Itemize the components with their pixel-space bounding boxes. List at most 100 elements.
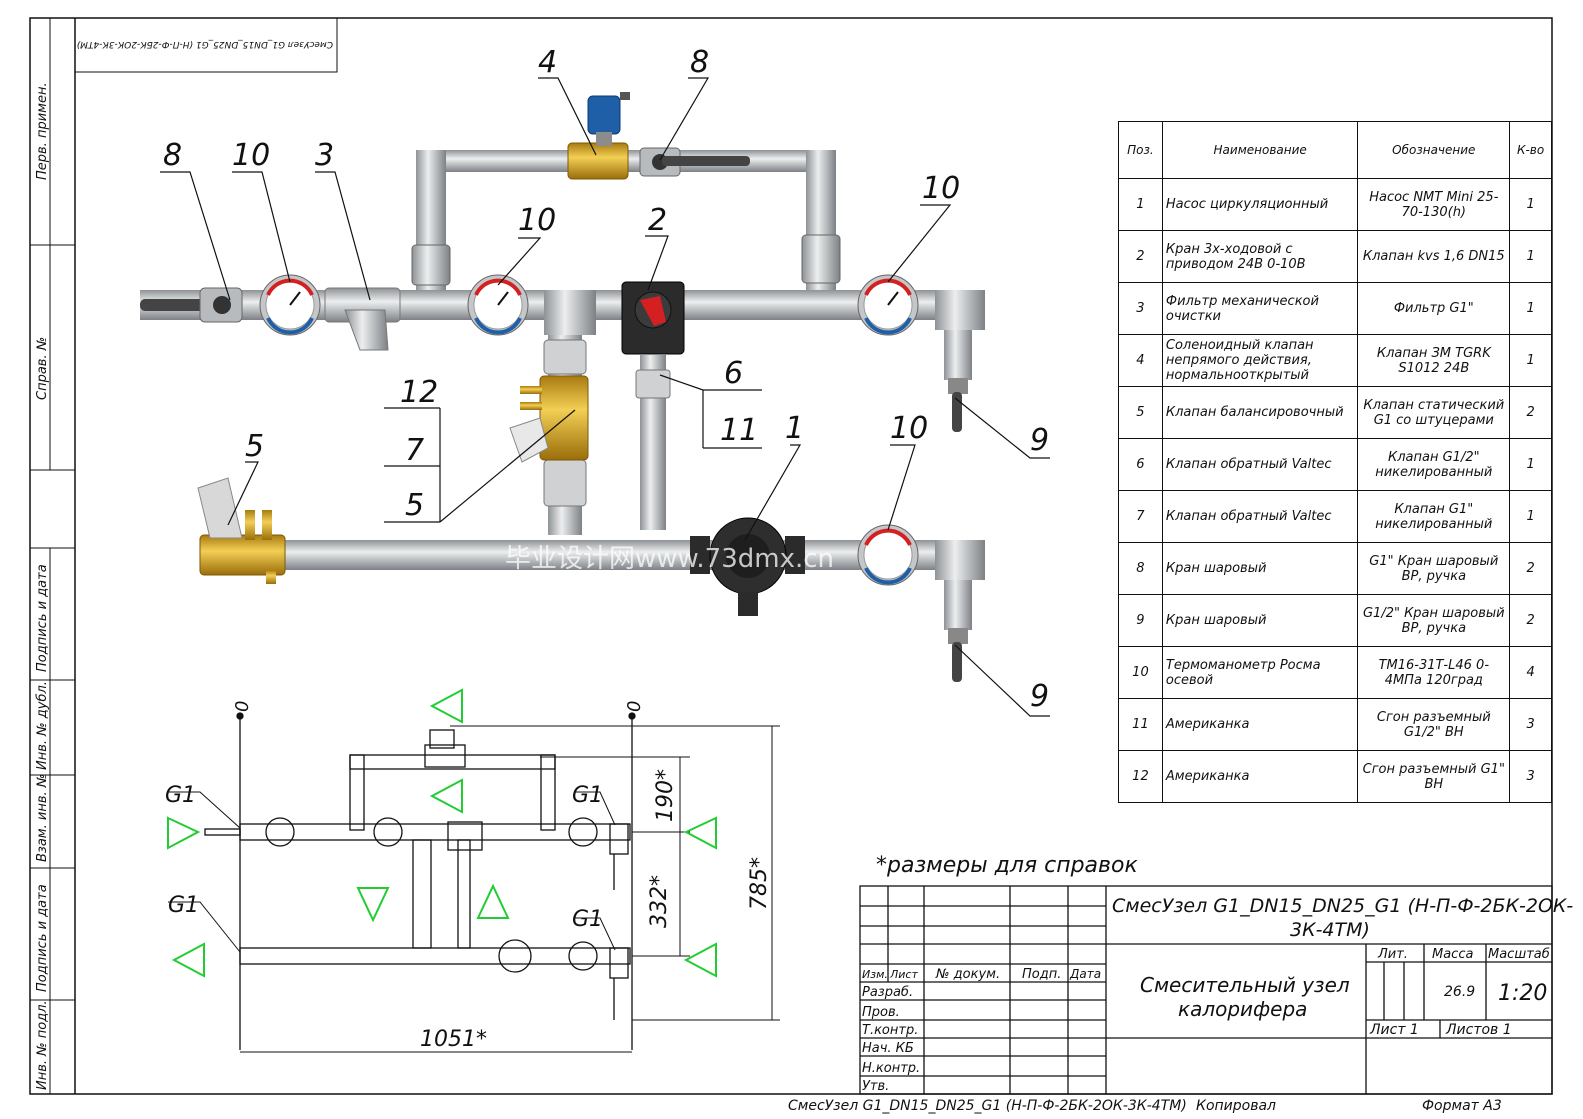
- title-block: [859, 885, 1553, 1095]
- bom-qty: 4: [1509, 646, 1552, 699]
- bom-name: Насос циркуляционный: [1161, 178, 1359, 231]
- bom-qty: 3: [1509, 750, 1552, 803]
- watermark: 毕业设计网www.73dmx.cn: [505, 544, 834, 574]
- bom-name: Американка: [1161, 750, 1359, 803]
- drawing-name-line1: Смесительный узел: [1140, 973, 1350, 997]
- row-prov: Пров.: [862, 1005, 900, 1020]
- bom-pos: 5: [1118, 386, 1163, 439]
- thermomanometer-3: [857, 274, 919, 336]
- bom-code: Сгон разъемный G1/2" ВН: [1357, 698, 1511, 751]
- designation-line2: 3К-4ТМ): [1290, 919, 1370, 941]
- callout-10-mid: 10: [518, 203, 556, 238]
- bom-code: Клапан kvs 1,6 DN15: [1357, 230, 1511, 283]
- callout-9-upper: 9: [1030, 423, 1049, 458]
- bom-name: Кран шаровый: [1161, 542, 1359, 595]
- bom-qty: 1: [1509, 230, 1552, 283]
- row-nach: Нач. КБ: [862, 1041, 914, 1056]
- bom-name: Клапан обратный Valtec: [1161, 438, 1359, 491]
- bom-qty: 2: [1509, 542, 1552, 595]
- margin-label-sprav: Справ. №: [35, 337, 50, 400]
- callout-8-top: 8: [690, 45, 709, 80]
- bom-name: Кран 3х-ходовой с приводом 24В 0-10В: [1161, 230, 1359, 283]
- scale-label: Масштаб: [1488, 947, 1550, 962]
- col-date: Дата: [1069, 967, 1101, 981]
- bom-qty: 1: [1509, 490, 1552, 543]
- bom-pos: 9: [1118, 594, 1163, 647]
- bom-pos: 1: [1118, 178, 1163, 231]
- bom-pos: 12: [1118, 750, 1163, 803]
- bom-code: Клапан статический G1 со штуцерами: [1357, 386, 1511, 439]
- bom-code: ТМ16-31Т-L46 0-4МПа 120град: [1357, 646, 1511, 699]
- margin-label-podp2: Подпись и дата: [35, 884, 50, 992]
- bom-name: Соленоидный клапан непрямого действия, н…: [1161, 334, 1359, 387]
- schematic-view: [168, 712, 780, 1053]
- callout-3: 3: [315, 138, 334, 173]
- bom-qty: 2: [1509, 386, 1552, 439]
- bom-header-code: Обозначение: [1357, 121, 1511, 179]
- mass-label: Масса: [1432, 947, 1473, 962]
- bom-code: Насос NMT Mini 25-70-130(h): [1357, 178, 1511, 231]
- thermomanometer-4: [857, 524, 919, 586]
- bom-code: Клапан ЗМ TGRK S1012 24В: [1357, 334, 1511, 387]
- zero-left: 0: [232, 701, 253, 712]
- bom-name: Фильтр механической очистки: [1161, 282, 1359, 335]
- col-doc: № докум.: [935, 967, 1000, 982]
- callout-5-left: 5: [245, 429, 264, 464]
- lit-label: Лит.: [1377, 947, 1408, 962]
- leader-lines: [160, 77, 1050, 717]
- bom-qty: 1: [1509, 282, 1552, 335]
- bom-code: Сгон разъемный G1" ВН: [1357, 750, 1511, 803]
- bom-name: Американка: [1161, 698, 1359, 751]
- callout-2: 2: [648, 203, 667, 238]
- col-sign: Подп.: [1022, 967, 1061, 982]
- assembly-3d: [140, 92, 985, 682]
- bom-pos: 2: [1118, 230, 1163, 283]
- dim-332: 332*: [647, 875, 672, 928]
- dimensions-note: *размеры для справок: [876, 853, 1138, 878]
- zero-right: 0: [624, 701, 645, 712]
- bom-pos: 6: [1118, 438, 1163, 491]
- bom-header-pos: Поз.: [1118, 121, 1163, 179]
- bom-pos: 8: [1118, 542, 1163, 595]
- bom-header-qty: К-во: [1509, 121, 1552, 179]
- bom-name: Термоманометр Росма осевой: [1161, 646, 1359, 699]
- bom-pos: 3: [1118, 282, 1163, 335]
- callout-numbers: 8 10 3 4 8 10 2 10 12 7 5 5 6 11 1 10 9 …: [163, 45, 1049, 714]
- bom-pos: 7: [1118, 490, 1163, 543]
- callout-7: 7: [405, 433, 424, 468]
- footer-format: Формат А3: [1422, 1098, 1502, 1114]
- callout-10-left: 10: [232, 138, 270, 173]
- title-block-text: СмесУзел G1_DN15_DN25_G1 (Н-П-Ф-2БК-2ОК-…: [862, 895, 1573, 1094]
- margin-label-vzam: Взам. инв. №: [35, 774, 50, 862]
- callout-1: 1: [785, 411, 804, 446]
- dim-1051: 1051*: [420, 1027, 487, 1052]
- callout-12: 12: [400, 375, 438, 410]
- margin-label-dubl: Инв. № дубл.: [35, 681, 50, 770]
- thermomanometer-2: [467, 274, 529, 336]
- bom-code: Клапан G1" никелированный: [1357, 490, 1511, 543]
- bom-name: Клапан обратный Valtec: [1161, 490, 1359, 543]
- callout-9-lower: 9: [1030, 679, 1049, 714]
- g1-bottom-right: G1: [572, 907, 603, 932]
- margin-label-podl: Инв. № подл.: [35, 1000, 50, 1090]
- bom-pos: 4: [1118, 334, 1163, 387]
- margin-label-podp1: Подпись и дата: [35, 564, 50, 672]
- margin-label-perv: Перв. примен.: [35, 82, 50, 180]
- callout-11: 11: [720, 413, 758, 448]
- scale-value: 1:20: [1498, 981, 1547, 1006]
- g1-bottom-left: G1: [168, 893, 199, 918]
- bom-header-row: Поз. Наименование Обозначение К-во: [1118, 121, 1552, 179]
- bom-name: Клапан балансировочный: [1161, 386, 1359, 439]
- callout-4: 4: [538, 45, 557, 80]
